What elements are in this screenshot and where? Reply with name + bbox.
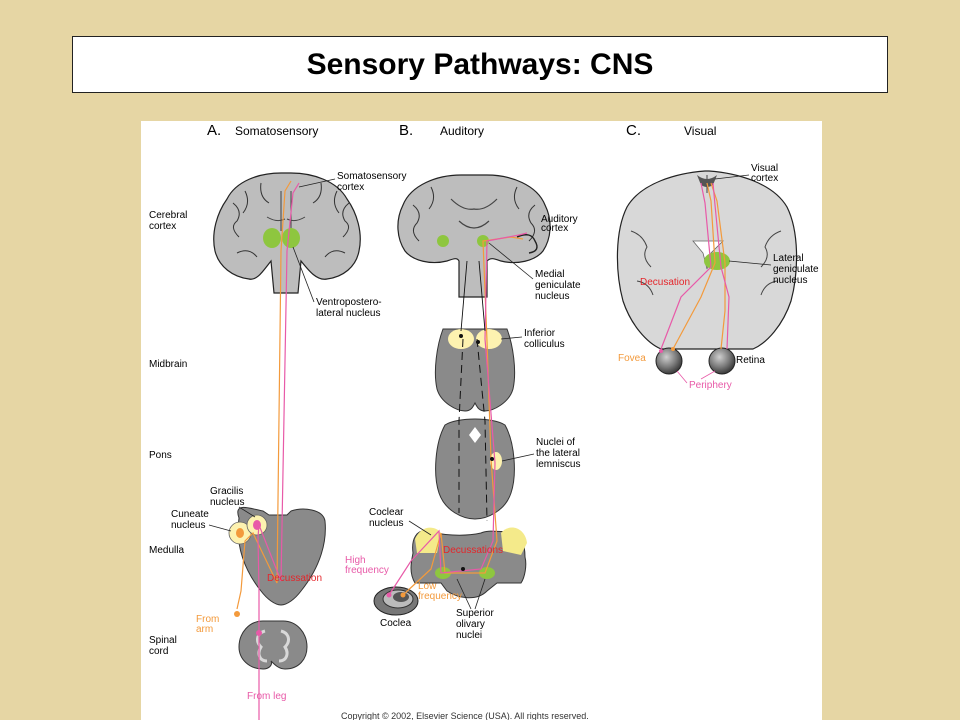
label-high-frequency-l2: frequency <box>345 565 389 576</box>
vpl-nucleus-right <box>282 228 300 248</box>
lateral-lemniscus-nucleus <box>490 452 502 470</box>
eye-right <box>708 347 736 375</box>
spinal-cord-a <box>238 620 308 670</box>
label-somatosensory-cortex-l1: Somatosensory <box>337 171 406 182</box>
label-inferior-colliculus-l1: Inferior <box>524 328 556 339</box>
panel-c-visual: Visual cortex Lateral geniculate nucleus… <box>616 163 819 391</box>
label-superior-olivary-l2: olivary <box>456 619 485 630</box>
level-labels: Cerebral cortex Midbrain Pons Medulla Sp… <box>149 210 187 657</box>
panel-a-title: Somatosensory <box>235 124 318 138</box>
label-somatosensory-cortex-l2: cortex <box>337 182 364 193</box>
pathways-figure: A. Somatosensory B. Auditory C. Visual C… <box>141 121 822 720</box>
label-lateral-lemniscus-l1: Nuclei of <box>536 437 575 448</box>
vpl-nucleus-left <box>263 228 281 248</box>
pathway-fovea-orange <box>672 182 716 350</box>
label-lgn-l2: geniculate <box>773 264 819 275</box>
label-low-frequency-l2: frequency <box>418 591 462 602</box>
title-box: Sensory Pathways: CNS <box>72 36 888 93</box>
pathway-leg-pink <box>257 182 300 720</box>
pathways-diagram: A. Somatosensory B. Auditory C. Visual C… <box>149 122 819 720</box>
label-cuneate-l2: nucleus <box>171 520 205 531</box>
pathway-periphery-pink <box>660 182 712 350</box>
label-mgn-l2: geniculate <box>535 280 581 291</box>
panel-b-title: Auditory <box>440 124 484 138</box>
level-medulla: Medulla <box>149 545 184 556</box>
label-inferior-colliculus-l2: colliculus <box>524 339 565 350</box>
panel-b-header: B. Auditory <box>399 122 484 139</box>
eye-left <box>655 347 683 375</box>
label-lgn-l1: Lateral <box>773 253 804 264</box>
level-spinal-line1: Spinal <box>149 635 177 646</box>
level-spinal-line2: cord <box>149 646 168 657</box>
pathway-high-frequency <box>388 232 528 596</box>
label-periphery: Periphery <box>689 380 732 391</box>
level-cerebral-line2: cortex <box>149 221 176 232</box>
panel-a-somatosensory: Somatosensory cortex Ventropostero- late… <box>171 171 406 720</box>
pathway-arm-orange <box>236 180 292 610</box>
label-decussations: Decussations <box>443 545 503 556</box>
label-coclear-nucleus-l1: Coclear <box>369 507 404 518</box>
inferior-colliculus-left <box>448 329 474 349</box>
label-auditory-cortex-l1: Auditory <box>541 214 578 225</box>
label-from-arm-l2: arm <box>196 624 213 635</box>
label-fovea: Fovea <box>618 353 646 364</box>
label-visual-cortex-l1: Visual <box>751 163 778 174</box>
panel-c-title: Visual <box>684 124 716 138</box>
label-vpl-l2: lateral nucleus <box>316 308 380 319</box>
superior-olivary-nuclei <box>479 567 495 579</box>
level-midbrain: Midbrain <box>149 359 187 370</box>
panel-a-header: A. Somatosensory <box>207 122 318 139</box>
panel-c-header: C. Visual <box>626 122 716 139</box>
inferior-colliculus-right <box>476 329 502 349</box>
midbrain-b <box>434 328 516 412</box>
slide-title: Sensory Pathways: CNS <box>306 47 654 81</box>
brain-section-b <box>397 174 551 298</box>
label-decusation-c: Decusation <box>640 277 690 288</box>
panel-a-letter: A. <box>207 122 221 139</box>
label-lgn-l3: nucleus <box>773 275 807 286</box>
label-coclea: Coclea <box>380 618 412 629</box>
label-gracilis-l2: nucleus <box>210 497 244 508</box>
label-lateral-lemniscus-l3: lemniscus <box>536 459 580 470</box>
label-superior-olivary-l3: nuclei <box>456 630 482 641</box>
label-from-arm-l1: From <box>196 614 219 625</box>
level-pons: Pons <box>149 450 172 461</box>
label-low-frequency-l1: Low <box>418 581 437 592</box>
label-from-leg: From leg <box>247 691 286 702</box>
level-cerebral-line1: Cerebral <box>149 210 187 221</box>
panel-b-letter: B. <box>399 122 413 139</box>
label-gracilis-l1: Gracilis <box>210 486 243 497</box>
label-decussation-a: Decussation <box>267 573 322 584</box>
cochlea <box>373 586 419 616</box>
lgn-nucleus <box>704 252 730 270</box>
panel-c-letter: C. <box>626 122 641 139</box>
label-high-frequency-l1: High <box>345 555 366 566</box>
label-lateral-lemniscus-l2: the lateral <box>536 448 580 459</box>
label-mgn-l1: Medial <box>535 269 564 280</box>
label-vpl-l1: Ventropostero- <box>316 297 382 308</box>
label-visual-cortex-l2: cortex <box>751 173 778 184</box>
label-retina: Retina <box>736 355 765 366</box>
copyright-text: Copyright © 2002, Elsevier Science (USA)… <box>341 711 589 720</box>
panel-b-auditory: Auditory cortex Medial geniculate nucleu… <box>345 174 581 641</box>
label-mgn-l3: nucleus <box>535 291 569 302</box>
label-coclear-nucleus-l2: nucleus <box>369 518 403 529</box>
label-superior-olivary-l1: Superior <box>456 608 494 619</box>
label-auditory-cortex-l2: cortex <box>541 223 568 234</box>
label-cuneate-l1: Cuneate <box>171 509 209 520</box>
pons-marker <box>469 427 481 443</box>
